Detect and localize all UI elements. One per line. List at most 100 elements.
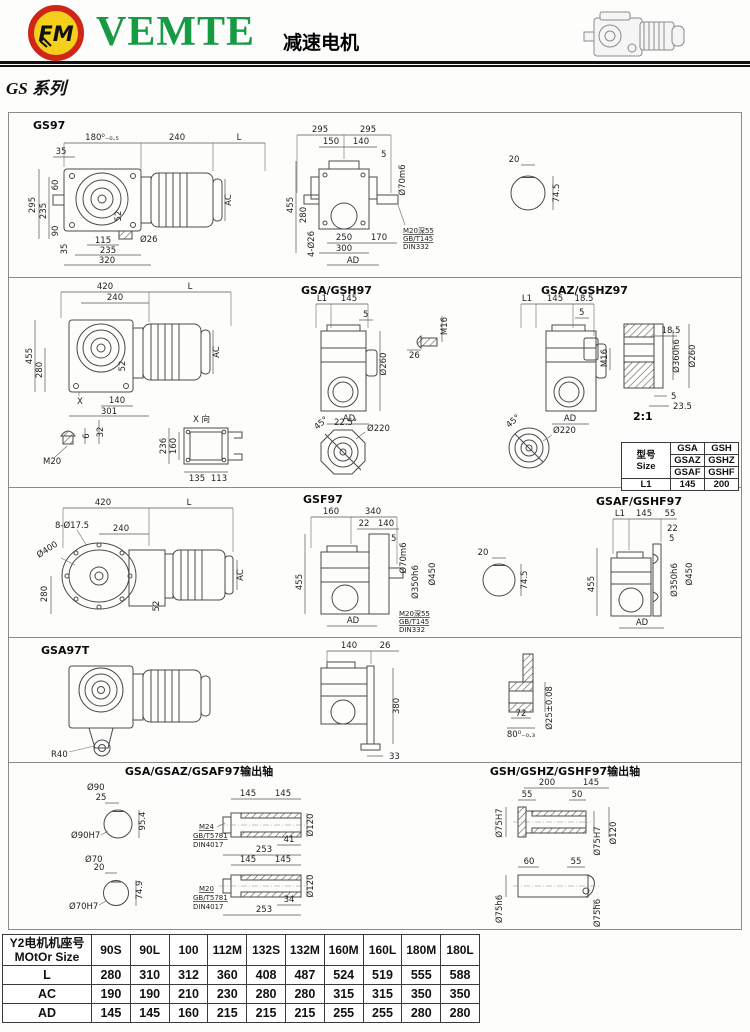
dim-label: 6: [82, 433, 92, 438]
dim-label: L1: [522, 294, 532, 304]
thread-note: DIN4017: [193, 903, 224, 911]
dim-label: 455: [25, 348, 35, 364]
brand-logo-icon: FM: [28, 5, 84, 61]
dim-label: 340: [365, 507, 381, 517]
dim-label: 300: [336, 244, 352, 254]
dim-label: 52: [114, 211, 124, 222]
dim-label: 20: [94, 863, 105, 873]
dim-label: 150: [323, 137, 339, 147]
dim-label: 45°: [505, 413, 523, 430]
dim-label: Ø350h6: [410, 565, 421, 599]
drawing-title: GSAF/GSHF97: [596, 495, 682, 508]
dim-label: 295: [28, 197, 38, 213]
dim-label: 8-Ø17.5: [55, 520, 89, 531]
thread-note: DIN332: [403, 243, 429, 251]
dim-label: Ø25±0.08: [544, 686, 555, 730]
dim-label: AD: [564, 414, 577, 424]
dim-label: 45°: [313, 415, 331, 432]
drawing-row-gsa-gsh97: 420 L 240 455 280 52 X 140 301 AC: [9, 278, 741, 491]
dim-label: 145: [275, 855, 291, 865]
dim-label: 5: [669, 534, 674, 544]
dim-label: 55: [571, 857, 582, 867]
dim-label: 240: [113, 524, 129, 534]
dim-label: Ø220: [367, 423, 390, 434]
dim-label: Ø70m6: [397, 164, 408, 195]
thread-note: M20深55: [399, 609, 430, 618]
thread-note: DIN332: [399, 626, 425, 634]
dim-label: 140: [341, 641, 357, 651]
dim-label: 301: [101, 407, 117, 417]
dim-label: 180⁰₋₀.₅: [85, 133, 119, 143]
dim-label: 33: [389, 752, 400, 762]
dim-label: 5: [381, 150, 386, 160]
drawing-row-gs97: GS97 180⁰₋₀.₅: [9, 113, 741, 278]
dim-label: 32: [96, 427, 106, 438]
dim-label: 140: [378, 519, 394, 529]
drawing-row-gsf97: 420 L 8-Ø17.5 240 Ø400 280 52 AC GSF97: [9, 488, 741, 638]
dim-label: L1: [615, 509, 625, 519]
thread-note: M24: [199, 823, 214, 831]
dim-label: L: [188, 282, 193, 292]
dim-label: R40: [51, 750, 68, 760]
dim-label: 235: [39, 203, 49, 219]
dim-label: 5: [671, 392, 676, 402]
dim-label: 52: [152, 601, 162, 612]
thread-note: M20: [199, 885, 214, 893]
dim-label: Ø220: [553, 425, 576, 436]
dim-label: Ø70H7: [69, 901, 98, 912]
dim-label: M20: [43, 457, 61, 467]
dim-label: 25: [96, 793, 107, 803]
drawing-row-gsa97t: GSA97T R40: [9, 638, 741, 763]
dim-label: 280: [40, 586, 50, 602]
dim-label: Ø120: [305, 875, 316, 898]
thread-note: GB/T145: [399, 618, 429, 626]
dim-label: 140: [353, 137, 369, 147]
dim-label: 170: [371, 233, 387, 243]
drawing-sheet: GS97 180⁰₋₀.₅: [8, 112, 742, 930]
view-marker: X: [77, 397, 83, 407]
dim-label: 26: [409, 351, 420, 361]
dim-label: 160: [323, 507, 339, 517]
thread-note: DIN4017: [193, 841, 224, 849]
dim-label: M16: [440, 317, 450, 335]
dim-label: 60: [51, 180, 61, 191]
dim-label: 22: [359, 519, 370, 529]
dim-label: 455: [587, 576, 597, 592]
dim-label: 22: [667, 524, 678, 534]
dim-label: 74.9: [135, 881, 145, 900]
dim-label: 5: [579, 308, 584, 318]
dim-label: 236: [159, 438, 169, 454]
dim-label: Ø90: [87, 782, 105, 793]
dim-label: Ø260: [687, 345, 698, 368]
drawing-title: GSA/GSH97: [301, 284, 372, 297]
dim-label: Ø75H7: [592, 826, 603, 855]
thread-note: GB/T145: [403, 235, 433, 243]
dim-label: 145: [341, 294, 357, 304]
dim-label: 455: [295, 574, 305, 590]
dim-label: 455: [286, 197, 296, 213]
series-title: GS 系列: [6, 79, 66, 98]
dim-label: 55: [665, 509, 676, 519]
dim-label: 250: [336, 233, 352, 243]
dim-label: Ø70m6: [398, 542, 409, 573]
dim-label: L1: [317, 294, 327, 304]
dim-label: Ø26: [140, 234, 158, 245]
dim-label: Ø90H7: [71, 830, 100, 841]
dim-label: 20: [478, 548, 489, 558]
page-header: FM VEMTE 减速电机: [0, 0, 750, 70]
dim-label: Ø450: [684, 563, 695, 586]
dim-label: 18.5: [662, 326, 681, 336]
dim-label: 420: [97, 282, 113, 292]
dim-label: Ø450: [427, 563, 438, 586]
section-title: GSA/GSAZ/GSAF97输出轴: [125, 764, 273, 778]
logo-monogram: FM: [38, 22, 73, 46]
dim-label: L: [237, 133, 242, 143]
dim-label: Ø120: [608, 822, 619, 845]
drawing-row-output-shafts: GSA/GSAZ/GSAF97输出轴 Ø90 25 95.4 Ø90H7 Ø70…: [9, 763, 741, 930]
dim-label: 253: [256, 845, 272, 855]
thread-note: M20深55: [403, 226, 434, 235]
